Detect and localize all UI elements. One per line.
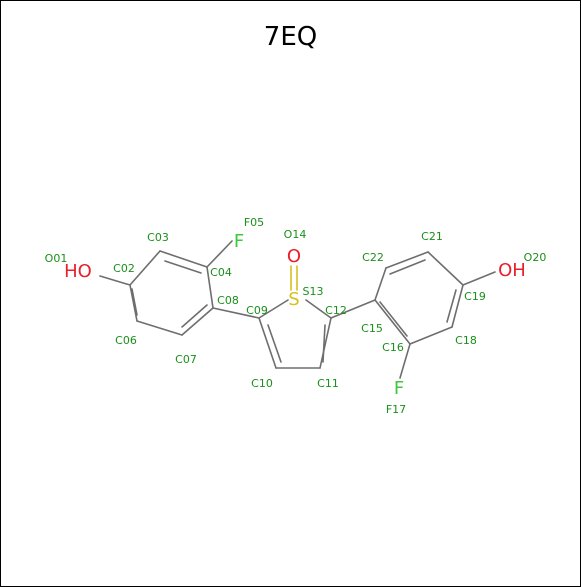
bond-8: [181, 304, 208, 328]
bond-31: [379, 301, 408, 337]
bond-26: [451, 284, 464, 328]
atom-label-c16: C16: [382, 341, 404, 354]
atom-label-c03: C03: [147, 231, 169, 244]
atom-label-c22: C22: [362, 251, 384, 264]
sulfur-symbol: S: [288, 289, 299, 310]
atom-label-c07: C07: [175, 353, 197, 366]
bond-33: [399, 343, 411, 379]
atom-label-c06: C06: [115, 334, 137, 347]
atom-label-o01: O01: [45, 252, 68, 265]
atom-label-c15: C15: [361, 322, 383, 335]
bond-13: [258, 299, 289, 319]
bond-29: [389, 259, 426, 275]
bond-19: [322, 324, 326, 363]
molecule-title: 7EQ: [263, 22, 318, 52]
atom-label-c12: C12: [325, 304, 347, 317]
bond-18: [267, 324, 282, 363]
bond-14: [305, 299, 332, 319]
bond-24: [385, 251, 429, 269]
bond-15: [258, 317, 277, 369]
bond-22: [330, 299, 376, 319]
atom-label-f17: F17: [386, 403, 406, 416]
bond-30: [446, 289, 457, 323]
bond-7: [164, 260, 202, 274]
bond-11: [206, 240, 233, 268]
bond-5: [136, 320, 183, 336]
atom-label-c21: C21: [421, 230, 443, 243]
bond-32: [462, 271, 496, 286]
atom-label-o14: O14: [284, 228, 307, 241]
bond-27: [409, 326, 453, 345]
bond-28: [374, 299, 411, 345]
fluorine-symbol-bottom: F: [394, 378, 404, 399]
fluorine-symbol-top: F: [234, 231, 244, 252]
atom-label-c09: C09: [246, 304, 268, 317]
bond-25: [427, 251, 464, 286]
atom-label-c18: C18: [455, 334, 477, 347]
bond-3: [206, 266, 214, 309]
bond-6: [129, 284, 138, 322]
bond-4: [181, 307, 214, 336]
atom-label-c08: C08: [217, 294, 239, 307]
oxygen-symbol-sulfonyl: O: [287, 246, 301, 267]
atom-label-c04: C04: [210, 266, 232, 279]
atom-label-c10: C10: [251, 377, 273, 390]
oxygen-symbol-left: HO: [64, 261, 92, 282]
bond-12: [212, 307, 260, 319]
bond-23: [374, 267, 387, 301]
bond-2: [159, 250, 208, 268]
atom-label-f05: F05: [244, 216, 264, 229]
bond-9: [131, 288, 138, 316]
bond-10: [99, 275, 131, 286]
atom-label-c02: C02: [113, 262, 135, 275]
bond-17: [319, 317, 332, 369]
atom-label-s13: S13: [303, 285, 324, 298]
oxygen-symbol-right: OH: [498, 260, 526, 281]
atom-label-c19: C19: [464, 290, 486, 303]
bond-1: [129, 250, 161, 286]
atom-label-c11: C11: [317, 377, 339, 390]
atom-label-o20: O20: [524, 251, 547, 264]
